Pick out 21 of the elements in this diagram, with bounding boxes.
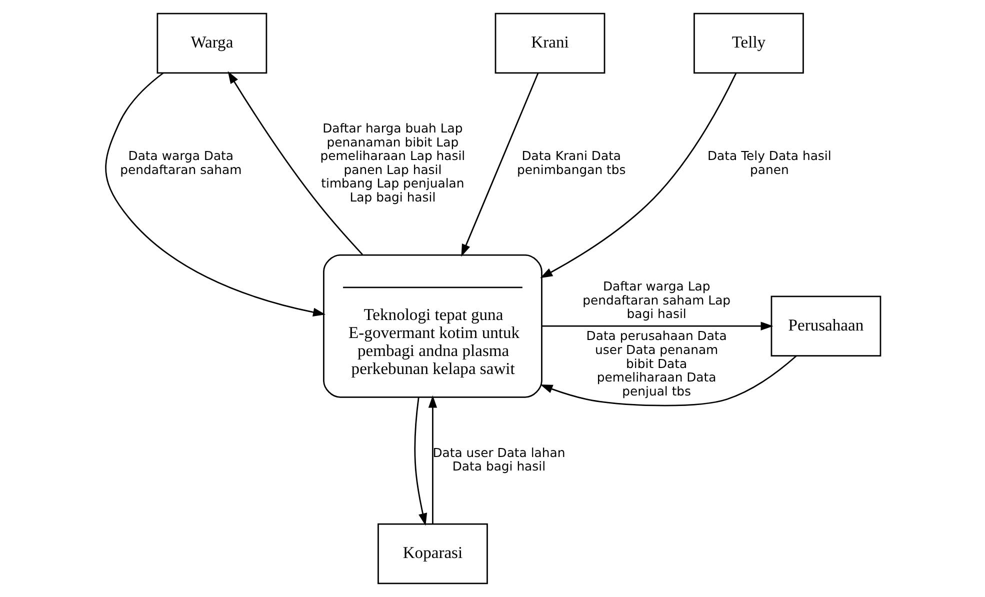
arrow xyxy=(541,322,773,330)
edge-label: Data Tely Data hasil panen xyxy=(707,148,831,177)
edge-label: Data user Data lahan Data bagi hasil xyxy=(432,444,565,474)
node-box: Krani xyxy=(494,12,605,74)
arrow xyxy=(227,71,362,255)
edge-label: Data perusahaan Data user Data penanam bibit Data pemeliharaan Data penjual tbs xyxy=(586,328,726,398)
arrow xyxy=(460,72,538,257)
arrow xyxy=(540,355,796,406)
edge-label: Daftar harga buah Lap penanaman bibit Lap pemeliharaan Lap hasil panen Lap hasil timbang Lap penjualan Lap bagi hasil xyxy=(320,120,465,204)
arrow xyxy=(414,397,427,526)
node-box: Warga xyxy=(156,12,267,74)
node-box: Teknologi tepat guna E-govermant kotim untuk pembagi andna plasma perkebunan kelapa sawit xyxy=(322,254,542,398)
edge-label: Data warga Data pendaftaran saham xyxy=(120,148,242,177)
node-box: Telly xyxy=(693,12,804,74)
arrow xyxy=(104,72,326,316)
node-box: Perusahaan xyxy=(770,296,881,356)
node-box: Koparasi xyxy=(377,523,488,584)
edge-label: Data Krani Data penimbangan tbs xyxy=(516,148,626,177)
edge-label: Daftar warga Lap pendaftaran saham Lap bagi hasil xyxy=(582,278,730,322)
arrow xyxy=(540,72,736,278)
arrow xyxy=(428,395,437,524)
